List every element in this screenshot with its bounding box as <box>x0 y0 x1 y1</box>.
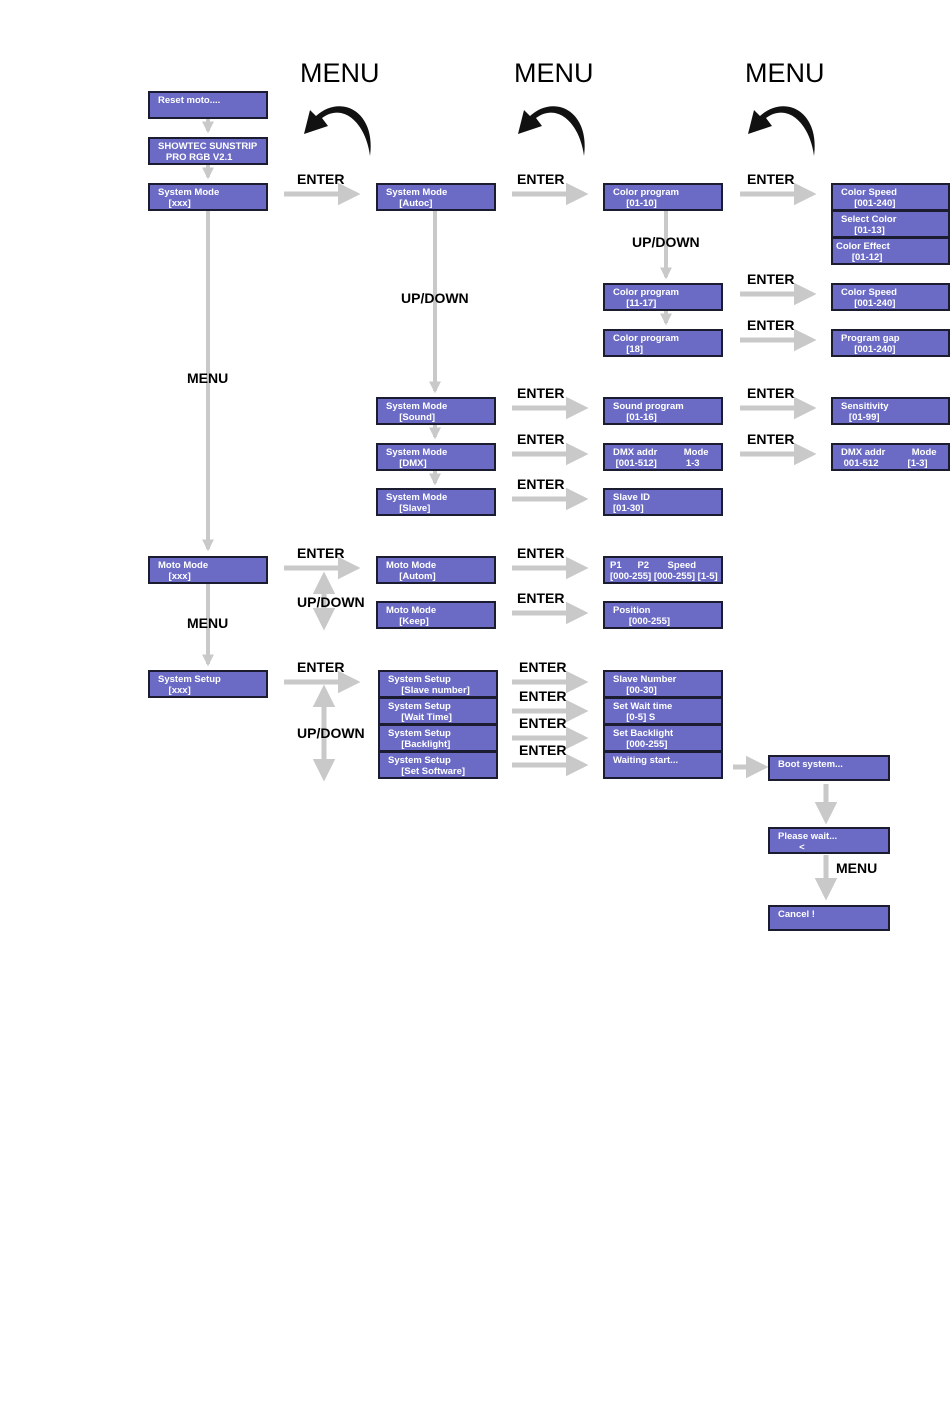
box-system-setup: System Setup [xxx] <box>148 670 268 698</box>
enter-label: ENTER <box>517 476 565 492</box>
box-sound-program: Sound program [01-16] <box>603 397 723 425</box>
enter-label: ENTER <box>747 431 795 447</box>
box-p1-p2-speed: P1 P2 Speed[000-255] [000-255] [1-5] <box>603 556 723 584</box>
box-slave-number: Slave Number [00-30] <box>603 670 723 698</box>
enter-label: ENTER <box>517 431 565 447</box>
box-set-backlight: Set Backlight [000-255] <box>603 724 723 752</box>
box-system-mode-autoc: System Mode [Autoc] <box>376 183 496 211</box>
enter-label: ENTER <box>517 545 565 561</box>
updown-label: UP/DOWN <box>401 290 469 306</box>
box-dmx-addr: DMX addr Mode [001-512] 1-3 <box>603 443 723 471</box>
box-moto-mode: Moto Mode [xxx] <box>148 556 268 584</box>
menu-header-2: MENU <box>514 58 594 88</box>
menu-label: MENU <box>187 370 229 386</box>
box-moto-mode-autom: Moto Mode [Autom] <box>376 556 496 584</box>
menu-header-1: MENU <box>300 58 380 88</box>
enter-label: ENTER <box>519 659 567 675</box>
enter-label: ENTER <box>297 659 345 675</box>
menu-header-3: MENU <box>745 58 825 88</box>
box-system-setup-software: System Setup [Set Software] <box>378 751 498 779</box>
updown-label: UP/DOWN <box>297 594 365 610</box>
enter-label: ENTER <box>519 688 567 704</box>
box-system-setup-slave-number: System Setup [Slave number] <box>378 670 498 698</box>
box-showtec: SHOWTEC SUNSTRIP PRO RGB V2.1 <box>148 137 268 165</box>
box-system-setup-backlight: System Setup [Backlight] <box>378 724 498 752</box>
enter-label: ENTER <box>517 590 565 606</box>
curved-back-arrow-icon <box>518 106 585 156</box>
box-system-setup-wait-time: System Setup [Wait Time] <box>378 697 498 725</box>
enter-label: ENTER <box>297 545 345 561</box>
menu-label: MENU <box>836 860 878 876</box>
box-program-gap: Program gap [001-240] <box>831 329 950 357</box>
enter-label: ENTER <box>747 171 795 187</box>
box-color-speed-2: Color Speed [001-240] <box>831 283 950 311</box>
box-boot-system: Boot system... <box>768 755 890 781</box>
curved-back-arrow-icon <box>304 106 371 156</box>
box-color-program-2: Color program [11-17] <box>603 283 723 311</box>
enter-label: ENTER <box>517 385 565 401</box>
box-system-mode-sound: System Mode [Sound] <box>376 397 496 425</box>
enter-label: ENTER <box>297 171 345 187</box>
box-system-mode-slave: System Mode [Slave] <box>376 488 496 516</box>
box-system-mode: System Mode [xxx] <box>148 183 268 211</box>
enter-label: ENTER <box>747 385 795 401</box>
box-moto-mode-keep: Moto Mode [Keep] <box>376 601 496 629</box>
box-cancel: Cancel ! <box>768 905 890 931</box>
box-sensitivity: Sensitivity [01-99] <box>831 397 950 425</box>
box-set-wait-time: Set Wait time [0-5] S <box>603 697 723 725</box>
enter-label: ENTER <box>747 271 795 287</box>
box-slave-id: Slave ID[01-30] <box>603 488 723 516</box>
updown-label: UP/DOWN <box>297 725 365 741</box>
updown-label: UP/DOWN <box>632 234 700 250</box>
enter-label: ENTER <box>519 742 567 758</box>
box-color-program-1: Color program [01-10] <box>603 183 723 211</box>
enter-label: ENTER <box>517 171 565 187</box>
enter-label: ENTER <box>519 715 567 731</box>
box-system-mode-dmx: System Mode [DMX] <box>376 443 496 471</box>
box-dmx-addr-mode: DMX addr Mode 001-512 [1-3] <box>831 443 950 471</box>
box-position: Position [000-255] <box>603 601 723 629</box>
menu-label: MENU <box>187 615 229 631</box>
box-color-speed-1: Color Speed [001-240] <box>831 183 950 211</box>
box-color-program-3: Color program [18] <box>603 329 723 357</box>
box-select-color: Select Color [01-13] <box>831 210 950 238</box>
box-reset-moto: Reset moto.... <box>148 91 268 119</box>
box-color-effect: Color Effect [01-12] <box>831 237 950 265</box>
box-waiting-start: Waiting start... <box>603 751 723 779</box>
enter-label: ENTER <box>747 317 795 333</box>
box-please-wait: Please wait... < <box>768 827 890 854</box>
curved-back-arrow-icon <box>748 106 815 156</box>
